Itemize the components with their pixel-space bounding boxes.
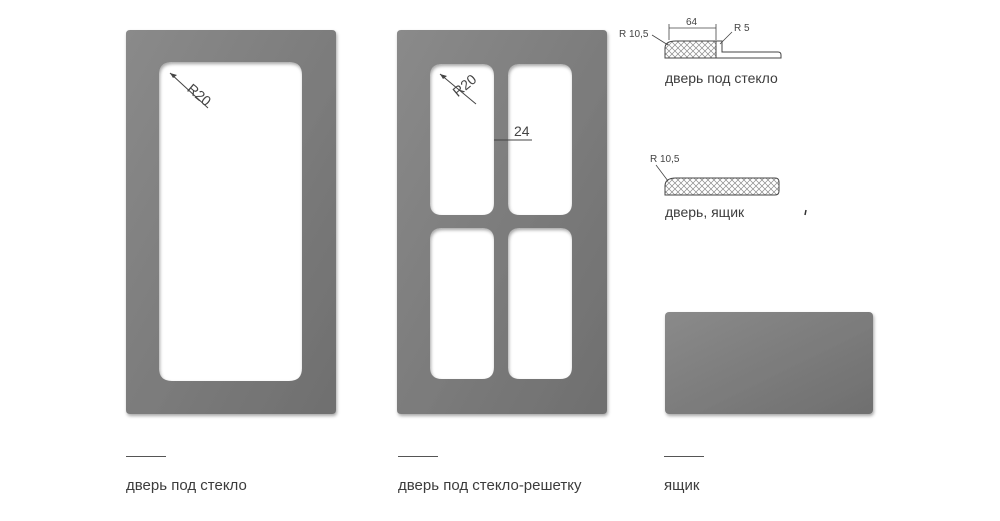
caption-door-lattice: дверь под стекло-решетку xyxy=(398,477,582,494)
profile-door-drawer: R 10,5 дверь, ящик xyxy=(650,154,807,220)
caption-drawer: ящик xyxy=(664,477,700,494)
radius-dimension: R20 xyxy=(169,72,214,109)
profile-door-section xyxy=(664,177,780,196)
profile-door-left-radius: R 10,5 xyxy=(650,154,680,165)
drawer-panel xyxy=(665,312,873,414)
profile-glass-width: 64 xyxy=(686,17,698,28)
profile-glass-left-radius: R 10,5 xyxy=(619,29,649,40)
profile-door-caption: дверь, ящик xyxy=(665,204,745,220)
radius-label: R20 xyxy=(184,80,214,109)
caption-rule-door-lattice xyxy=(398,456,438,457)
profile-glass-lip xyxy=(716,40,782,59)
door-glass: R20 xyxy=(126,30,336,414)
caption-door-glass: дверь под стекло xyxy=(126,477,247,494)
profile-glass-right-radius: R 5 xyxy=(734,23,750,34)
door-glass-lattice: R20 24 xyxy=(397,30,607,414)
caption-rule-drawer xyxy=(664,456,704,457)
profile-glass-caption: дверь под стекло xyxy=(665,70,778,86)
lattice-radius-label: R20 xyxy=(449,71,479,100)
door-glass-frame xyxy=(126,30,336,414)
drawer-front xyxy=(665,312,873,414)
profile-glass-section xyxy=(664,40,717,59)
lattice-radius-dimension: R20 xyxy=(439,71,480,105)
bar-width-dimension: 24 xyxy=(494,123,532,141)
caption-rule-door-glass xyxy=(126,456,166,457)
bar-width-label: 24 xyxy=(514,123,530,139)
profile-glass-door: R 10,5 64 R 5 дверь под стекло xyxy=(619,17,782,86)
door-lattice-frame xyxy=(397,30,607,414)
